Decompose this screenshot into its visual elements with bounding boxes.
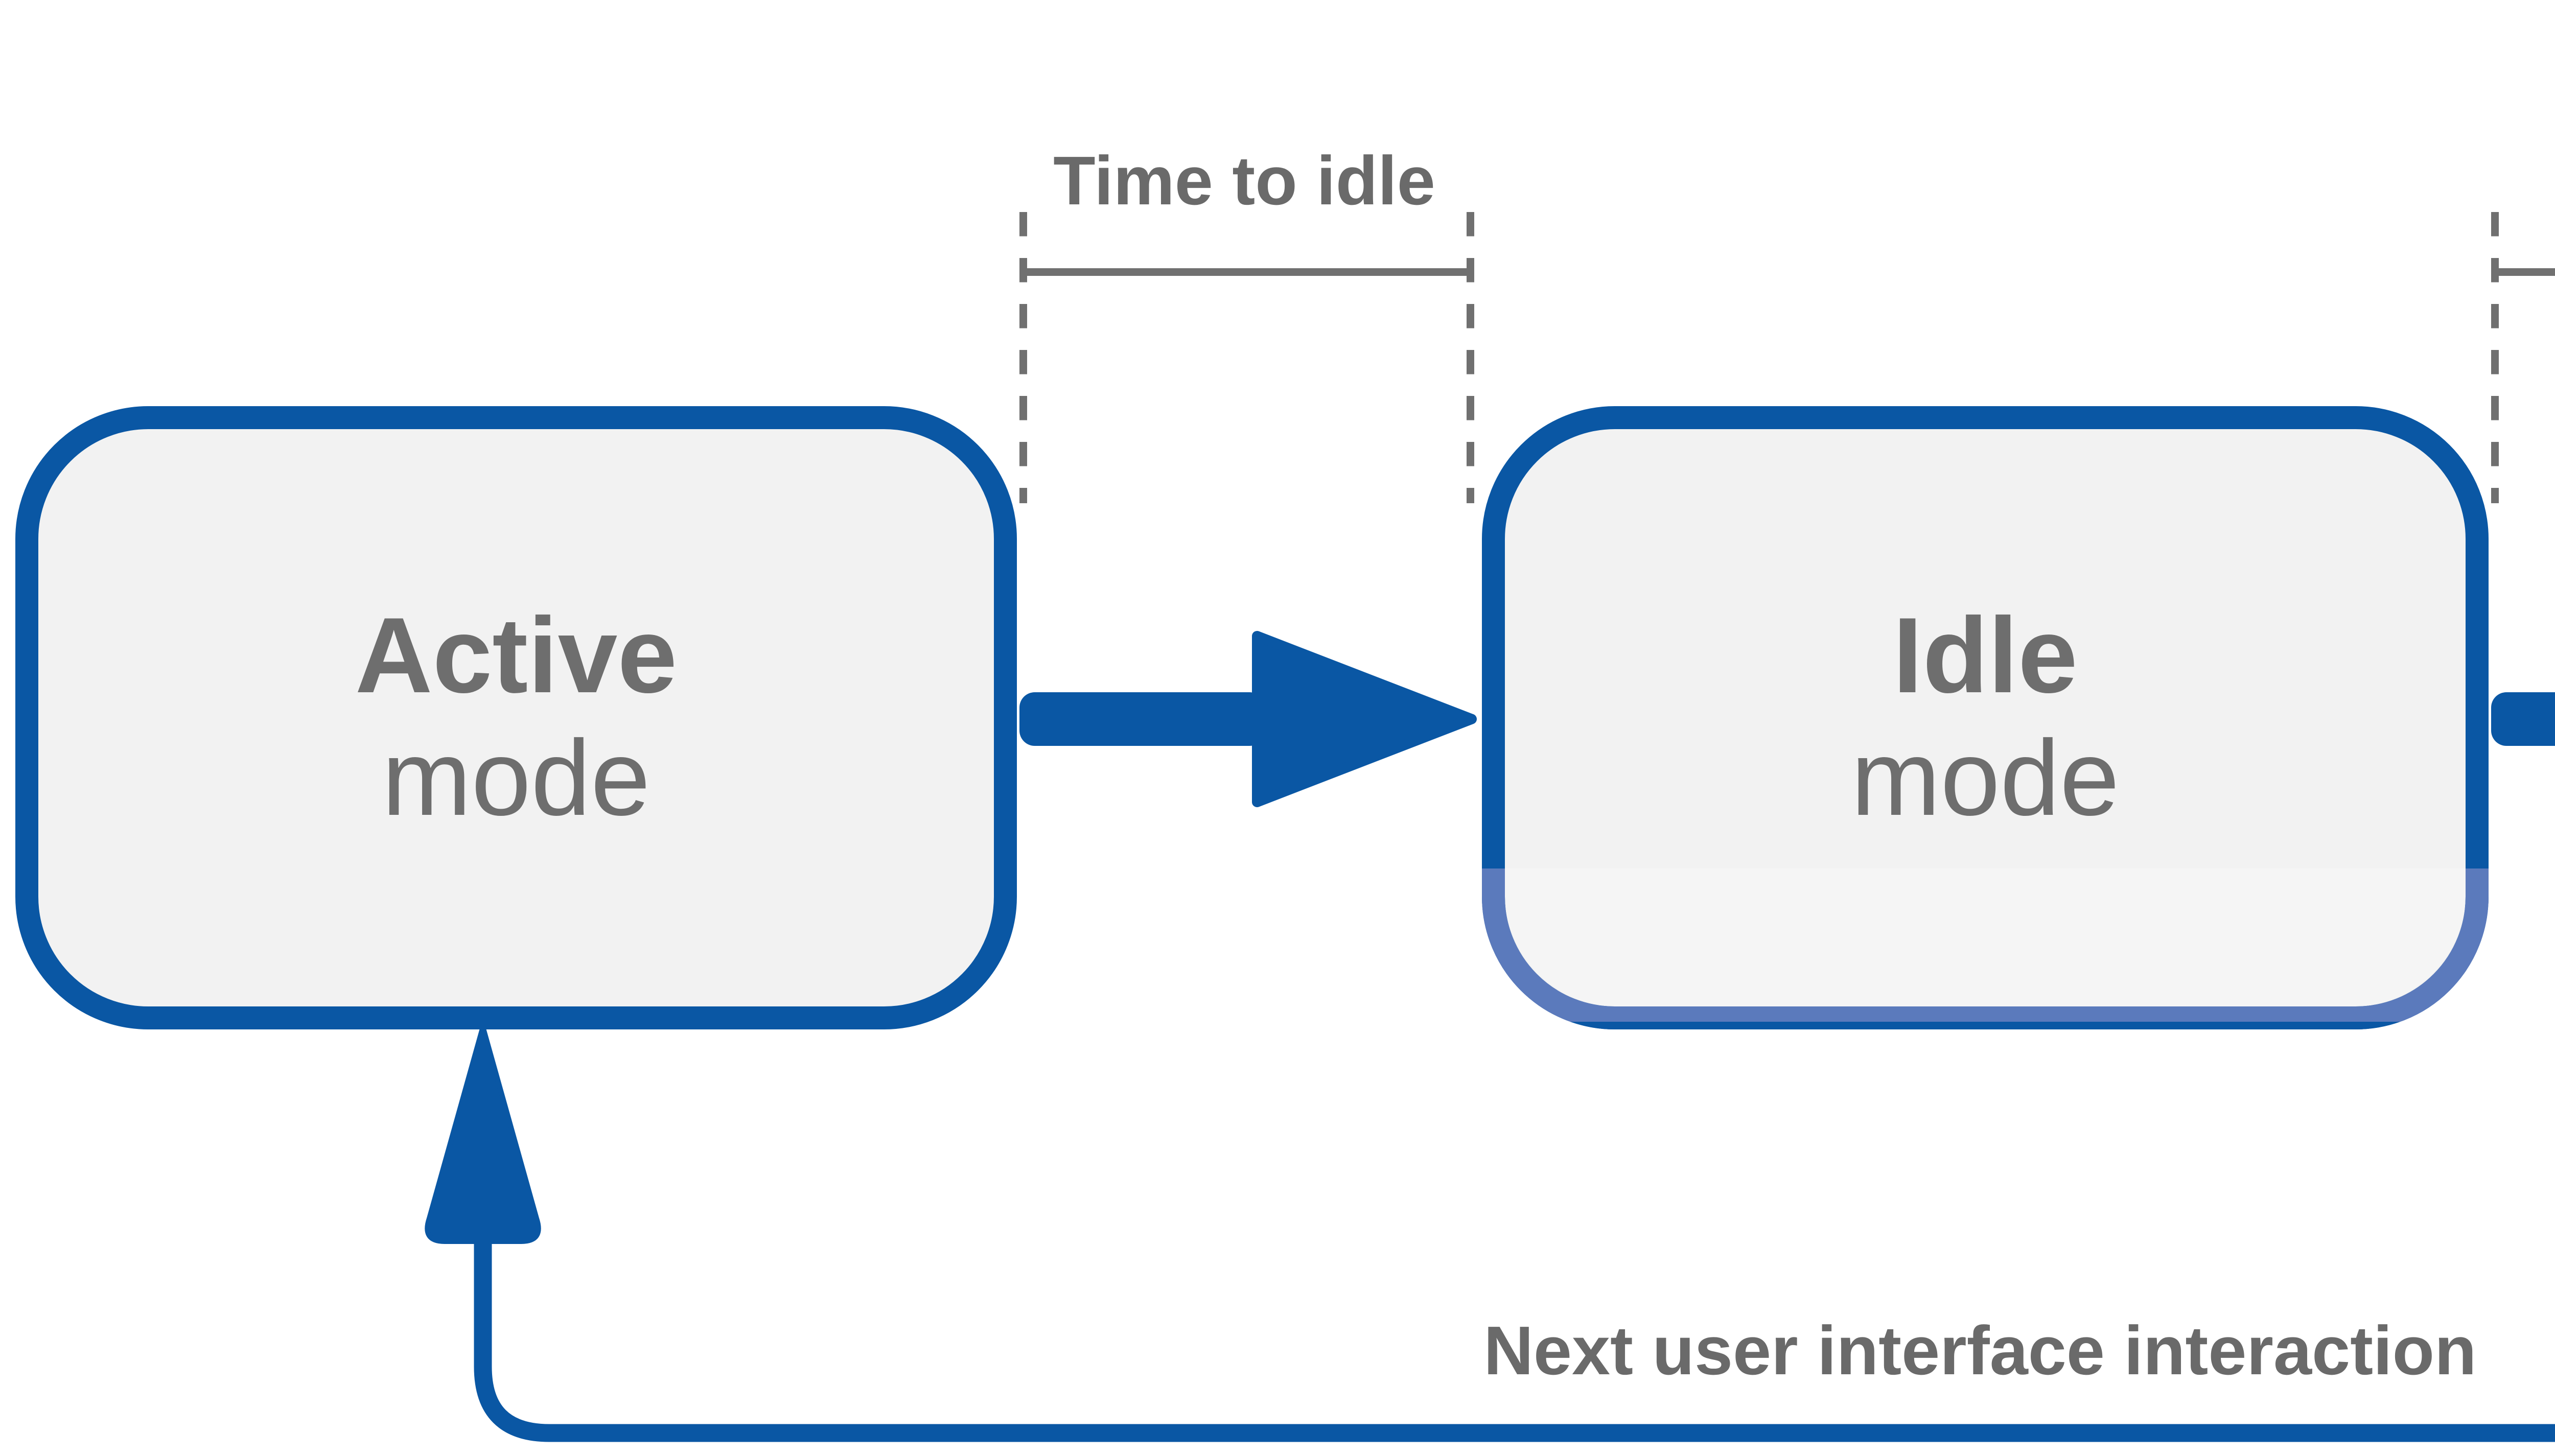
label-time-to-idle: Time to idle [1053, 143, 1435, 220]
state-box-active-subtitle: mode [382, 718, 651, 838]
measure-bracket-time-to-standby [2491, 212, 2555, 503]
state-box-idle-title: Idle [1893, 595, 2078, 715]
up-arrowhead-icon [425, 1024, 541, 1244]
state-box-active: Active mode [15, 406, 1017, 1029]
state-box-idle-subtitle: mode [1851, 718, 2120, 838]
state-box-idle: Idle mode [1482, 406, 2489, 1029]
measure-bracket-time-to-idle [1019, 212, 1474, 503]
arrow-active-to-idle-icon [1019, 631, 1477, 807]
arrow-idle-to-standby-icon [2491, 692, 2555, 746]
return-path-label: Next user interface interaction [1483, 1313, 2477, 1390]
idle-fade-overlay [1505, 868, 2466, 1006]
state-box-active-title: Active [355, 595, 678, 715]
